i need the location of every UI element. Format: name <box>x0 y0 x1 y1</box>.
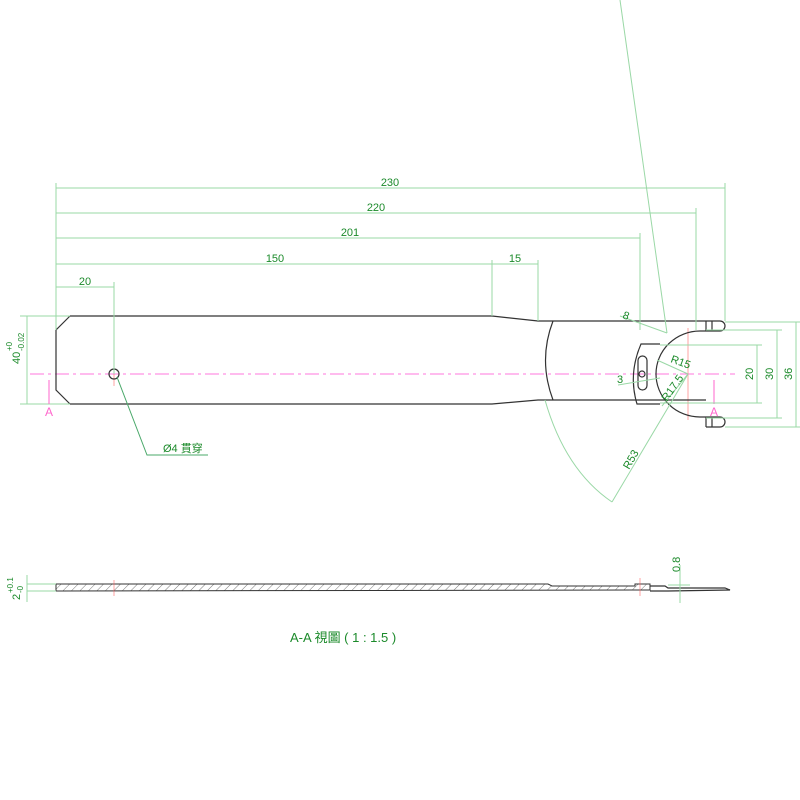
section-fork-tip <box>650 585 731 592</box>
r53-leader <box>611 373 689 503</box>
svg-text:+0.1: +0.1 <box>6 577 15 593</box>
right-dimensions <box>660 321 800 428</box>
dim-40-label: 40 +0 -0.02 <box>5 332 26 364</box>
dim-8-line <box>619 315 668 334</box>
r53-arc <box>544 399 613 503</box>
dim-230: 230 <box>381 177 399 189</box>
dim-30: 30 <box>764 368 776 380</box>
svg-text:-0.02: -0.02 <box>17 332 26 351</box>
dim-36: 36 <box>783 368 795 380</box>
svg-text:2: 2 <box>11 594 23 600</box>
section-marker-right: A <box>710 405 718 419</box>
dim-20-right: 20 <box>744 368 756 380</box>
dim-r15: R15 <box>669 354 692 372</box>
section-marker-left: A <box>45 405 53 419</box>
hole-note: Ø4 貫穿 <box>163 441 203 455</box>
part-outline <box>55 315 706 405</box>
dim-201: 201 <box>341 227 359 239</box>
dim-220: 220 <box>367 202 385 214</box>
section-profile <box>55 583 651 592</box>
r15-leader <box>656 359 689 375</box>
r53-edge <box>544 320 554 401</box>
dim-20-hole: 20 <box>79 276 91 288</box>
svg-text:40: 40 <box>11 352 23 364</box>
dim-8: 8 <box>621 310 631 323</box>
hole-leader <box>116 376 208 456</box>
u-fork-end <box>655 320 726 428</box>
dim-2-label: 2 +0.1 -0 <box>6 577 25 600</box>
svg-text:+0: +0 <box>5 341 14 351</box>
dim-150: 150 <box>266 253 284 265</box>
pocket-outline <box>632 343 660 405</box>
slot-hole <box>638 370 646 378</box>
dim-3-line <box>617 377 661 386</box>
dim-0-8: 0.8 <box>671 557 683 572</box>
slot <box>637 355 648 391</box>
r17-5-leader <box>661 373 689 407</box>
svg-text:-0: -0 <box>16 585 25 593</box>
horizontal-dimensions <box>55 183 726 374</box>
dim-3: 3 <box>617 374 623 386</box>
section-title: A-A 視圖 ( 1 : 1.5 ) <box>290 630 396 645</box>
dim-15: 15 <box>509 253 521 265</box>
dim-r53: R53 <box>621 448 641 471</box>
